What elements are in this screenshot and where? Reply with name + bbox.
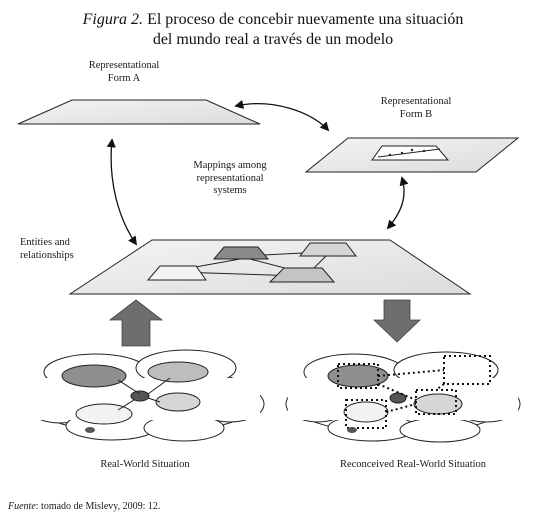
entities-label-line-1: Entities and (20, 237, 70, 248)
entities-label: Entities and relationships (20, 237, 112, 262)
source-note: Fuente: tomado de Mislevy, 2009: 12. (8, 501, 160, 512)
form-b-label-line-2: Form B (399, 108, 433, 120)
entities-plane (68, 239, 472, 295)
mappings-label-line-2: representational (196, 172, 264, 184)
figure-title-text-1: El proceso de concebir nuevamente una si… (147, 11, 464, 28)
form-a-label-line-2: Form A (107, 72, 141, 84)
form-b-label-line-1: Representational (380, 96, 452, 107)
entity-shape (146, 265, 207, 281)
figure-title-line-2: del mundo real a través de un modelo (152, 31, 394, 48)
figure-title-line-1: Figura 2. El proceso de concebir nuevame… (0, 10, 546, 30)
entity-shape (212, 246, 270, 260)
real-world-label: Real-World Situation (100, 459, 190, 470)
arrow-form-a-to-form-b (234, 99, 330, 132)
entity-shape (268, 267, 336, 283)
entities-label-line-2: relationships (20, 249, 74, 261)
mappings-label-line-3: systems (213, 185, 247, 196)
up-block-arrow (108, 299, 164, 347)
arrow-form-b-to-entities (386, 176, 409, 230)
arrow-form-a-to-entities (106, 138, 138, 246)
form-a-plane (17, 99, 261, 125)
source-label: Fuente (8, 501, 36, 512)
source-text: : tomado de Mislevy, 2009: 12. (35, 501, 161, 512)
form-b-label: Representational Form B (356, 96, 476, 121)
mappings-label: Mappings among representational systems (170, 160, 290, 198)
form-a-label: Representational Form A (64, 60, 184, 85)
down-block-arrow (373, 299, 421, 343)
entity-shape (298, 242, 358, 257)
reconceived-label: Reconceived Real-World Situation (339, 459, 487, 470)
form-b-plane (304, 137, 520, 173)
reconceived-cloud (285, 351, 521, 443)
figure-label: Figura 2. (82, 11, 144, 28)
mappings-label-line-1: Mappings among (193, 160, 267, 171)
form-a-label-line-1: Representational (88, 60, 160, 71)
real-world-cloud (24, 349, 265, 442)
